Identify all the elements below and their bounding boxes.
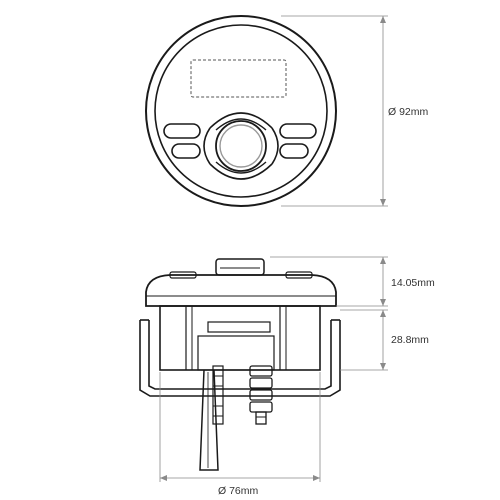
body-depth-dimension: 28.8mm [340, 309, 429, 371]
body-depth-label: 28.8mm [391, 334, 429, 346]
housing-body [159, 305, 321, 371]
dpad-bottom-arc-inner [215, 161, 267, 174]
dpad-left-arc [203, 127, 211, 165]
bezel-side-profile [145, 274, 337, 307]
volume-knob-outer [215, 120, 267, 172]
lcd-display [190, 59, 287, 98]
dpad-right-arc [271, 127, 279, 165]
knob-protrusion [215, 258, 265, 276]
side-view [139, 258, 341, 471]
bezel-height-dimension: 14.05mm [270, 256, 435, 307]
body-diameter-label: Ø 76mm [218, 485, 259, 497]
bezel-inner-ring [154, 24, 328, 198]
front-view [145, 15, 337, 207]
left-top-button [163, 123, 201, 139]
volume-knob-inner [219, 124, 263, 168]
front-diameter-dimension: Ø 92mm [281, 15, 429, 207]
right-bottom-button [279, 143, 309, 159]
body-diameter-dimension: Ø 76mm [159, 372, 321, 497]
dpad-top-arc [209, 112, 273, 129]
right-top-button [279, 123, 317, 139]
left-bottom-button [171, 143, 201, 159]
terminal-stack [249, 365, 273, 425]
housing-rear-plate [197, 335, 275, 371]
bezel-outer-ring [145, 15, 337, 207]
power-cable [199, 369, 219, 471]
connector-left [212, 365, 224, 425]
dpad-bottom-arc [209, 163, 273, 180]
housing-label-plate [207, 321, 271, 333]
bezel-height-label: 14.05mm [391, 277, 435, 289]
dpad-top-arc-inner [215, 118, 267, 131]
front-diameter-label: Ø 92mm [388, 106, 429, 118]
mounting-bracket [139, 320, 341, 397]
